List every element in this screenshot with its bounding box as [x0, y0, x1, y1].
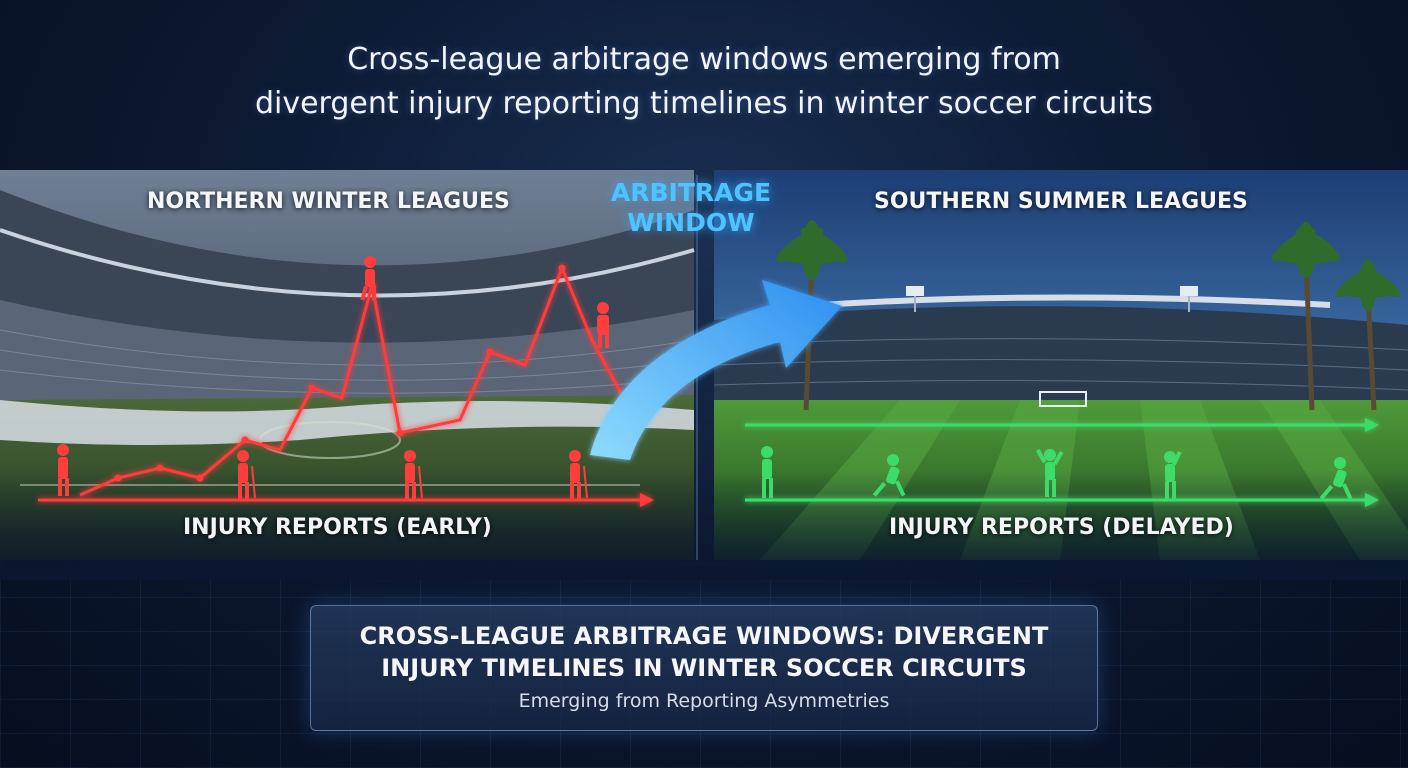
summary-box: CROSS-LEAGUE ARBITRAGE WINDOWS: DIVERGEN…: [310, 605, 1098, 731]
injured-player-icon: [237, 450, 256, 499]
page-title: Cross-league arbitrage windows emerging …: [0, 38, 1408, 126]
summary-title: CROSS-LEAGUE ARBITRAGE WINDOWS: DIVERGEN…: [311, 620, 1097, 684]
arbitrage-window-label-line-2: WINDOW: [627, 208, 755, 237]
palm-tree-icon: [776, 220, 848, 411]
page-title-line-1: Cross-league arbitrage windows emerging …: [347, 42, 1061, 77]
stadium-scene: [0, 170, 1408, 580]
injured-player-icon: [597, 302, 609, 348]
injured-player-icon: [360, 256, 376, 301]
summary-subtitle: Emerging from Reporting Asymmetries: [518, 690, 890, 712]
injured-player-icon: [569, 450, 588, 499]
delayed-reports-axis-label: INJURY REPORTS (DELAYED): [889, 515, 1234, 540]
injured-player-icon: [57, 444, 69, 496]
northern-leagues-label: NORTHERN WINTER LEAGUES: [147, 189, 510, 214]
floodlight-icon: [906, 286, 1198, 312]
arbitrage-arrow-icon: [590, 280, 842, 460]
player-icon: [761, 446, 773, 498]
celebrating-player-icon: [1164, 451, 1182, 499]
arbitrage-window-label-line-1: ARBITRAGE: [610, 178, 772, 207]
palm-tree-icon: [1335, 259, 1401, 411]
celebrating-player-icon: [1036, 449, 1064, 497]
page-title-line-2: divergent injury reporting timelines in …: [254, 86, 1154, 121]
summary-title-line-1: CROSS-LEAGUE ARBITRAGE WINDOWS: DIVERGEN…: [359, 622, 1049, 650]
running-player-icon: [1319, 457, 1353, 500]
early-reports-axis-label: INJURY REPORTS (EARLY): [183, 515, 492, 540]
arbitrage-window-label: ARBITRAGE WINDOW: [606, 178, 776, 238]
palm-tree-icon: [1272, 222, 1340, 411]
delayed-injury-line: [745, 418, 1379, 507]
running-player-icon: [872, 454, 906, 497]
southern-leagues-label: SOUTHERN SUMMER LEAGUES: [874, 189, 1248, 214]
summary-title-line-2: INJURY TIMELINES IN WINTER SOCCER CIRCUI…: [381, 654, 1027, 682]
injured-player-icon: [404, 450, 423, 499]
